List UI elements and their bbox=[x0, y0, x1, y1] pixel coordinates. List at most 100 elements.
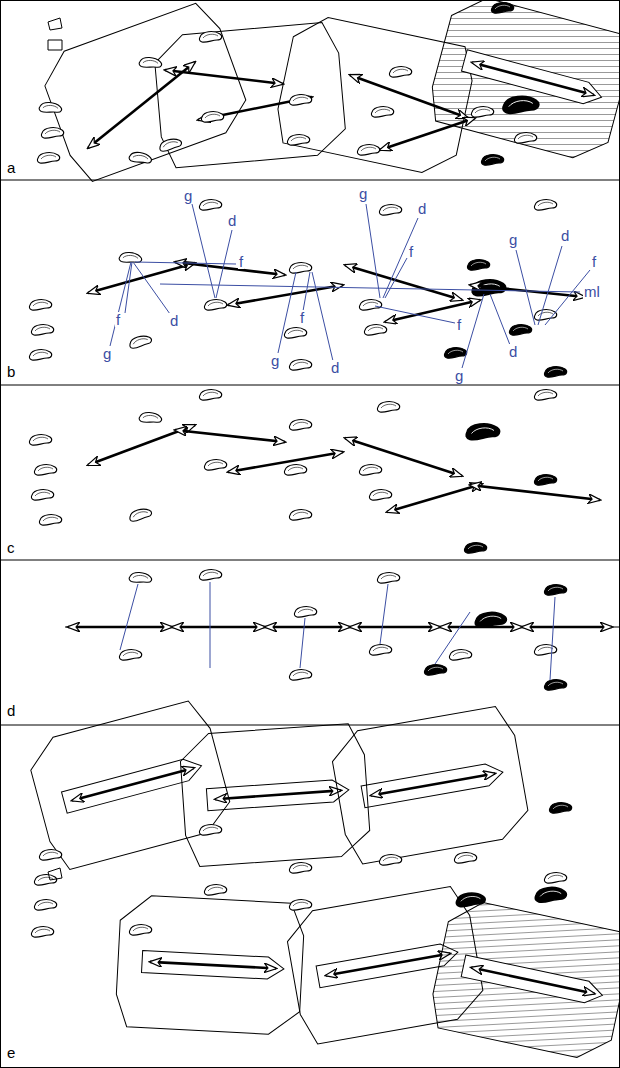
polygon-outline bbox=[153, 21, 348, 169]
footprint bbox=[544, 680, 566, 691]
measure-line bbox=[192, 204, 215, 298]
measure-label: f bbox=[238, 254, 244, 269]
footprint bbox=[139, 411, 163, 425]
footprint bbox=[377, 402, 399, 413]
footprint bbox=[119, 650, 141, 661]
panel-letter: b bbox=[6, 364, 16, 379]
measure-label: d bbox=[227, 213, 237, 228]
footprint bbox=[29, 350, 51, 361]
measure-line bbox=[383, 218, 418, 298]
step-arrow bbox=[350, 626, 440, 628]
measure-line bbox=[550, 597, 555, 680]
measure-line bbox=[538, 246, 562, 325]
footprint bbox=[34, 465, 56, 476]
measure-label: f bbox=[591, 254, 597, 269]
measure-label: g bbox=[183, 188, 193, 203]
footprint bbox=[534, 200, 556, 211]
footprint bbox=[287, 135, 309, 146]
footprint bbox=[389, 67, 411, 78]
footprint bbox=[481, 155, 503, 166]
measure-line bbox=[380, 584, 388, 644]
footprint bbox=[471, 107, 493, 118]
footprint bbox=[39, 101, 63, 115]
step-arrow bbox=[470, 485, 600, 500]
footprint bbox=[491, 3, 513, 14]
symbol bbox=[48, 18, 62, 50]
panel-letter: d bbox=[6, 703, 16, 718]
footprint bbox=[289, 360, 311, 371]
symbol bbox=[48, 868, 62, 880]
measure-label: g bbox=[508, 232, 518, 247]
footprint bbox=[199, 825, 221, 836]
footprint bbox=[544, 873, 566, 884]
footprint bbox=[31, 325, 53, 336]
polygon-outline bbox=[36, 0, 254, 185]
footprint bbox=[37, 153, 59, 164]
measure-label: d bbox=[169, 313, 179, 328]
measure-label: g bbox=[270, 353, 280, 368]
footprint bbox=[284, 465, 306, 476]
footprint bbox=[467, 260, 489, 271]
step-arrow bbox=[68, 626, 172, 628]
footprint bbox=[369, 490, 391, 501]
footprint bbox=[204, 460, 226, 471]
measure-label: g bbox=[102, 346, 112, 361]
footprint bbox=[31, 927, 53, 938]
footprint bbox=[379, 855, 401, 866]
polygon-outline bbox=[426, 896, 620, 1063]
panel-letter: c bbox=[6, 540, 16, 555]
footprint bbox=[456, 893, 485, 907]
footprint bbox=[544, 367, 566, 378]
measure-label: g bbox=[454, 368, 464, 383]
footprint bbox=[359, 465, 381, 476]
footprint bbox=[289, 900, 311, 911]
footprint bbox=[199, 390, 221, 401]
footprint bbox=[379, 205, 401, 216]
footprint bbox=[509, 325, 531, 336]
footprint bbox=[129, 571, 153, 585]
footprint bbox=[424, 665, 446, 676]
footprint bbox=[535, 887, 566, 902]
footprint bbox=[357, 145, 379, 156]
step-arrow bbox=[345, 265, 462, 300]
footprint bbox=[377, 573, 399, 584]
measure-line bbox=[300, 618, 305, 668]
measure-label: f bbox=[408, 244, 414, 259]
footprint bbox=[364, 325, 386, 336]
footprint bbox=[294, 607, 316, 618]
footprint bbox=[466, 424, 499, 440]
measure-line bbox=[385, 258, 407, 298]
polygon-outline bbox=[328, 704, 532, 866]
measure-line bbox=[312, 272, 333, 361]
footprint bbox=[514, 133, 536, 144]
panel-letter: e bbox=[6, 1045, 16, 1060]
step-arrow bbox=[228, 285, 343, 305]
polygon-outline bbox=[24, 697, 236, 872]
footprint bbox=[544, 585, 566, 596]
footprint bbox=[39, 515, 61, 526]
footprint bbox=[289, 420, 311, 431]
measure-line bbox=[278, 272, 296, 353]
footprint bbox=[204, 300, 226, 311]
step-arrow bbox=[265, 626, 350, 628]
footprint bbox=[34, 900, 56, 911]
footprint bbox=[31, 490, 53, 501]
footprint bbox=[201, 112, 223, 123]
measure-line bbox=[375, 306, 455, 323]
footprint bbox=[369, 645, 391, 656]
measure-label: d bbox=[508, 344, 518, 359]
footprint bbox=[29, 300, 51, 311]
polygon-outline bbox=[115, 894, 306, 1035]
footprint bbox=[129, 925, 151, 936]
measure-label: f bbox=[299, 310, 305, 325]
polygon-outline bbox=[424, 0, 620, 166]
step-arrow bbox=[522, 626, 612, 628]
footprint bbox=[128, 150, 152, 166]
measure-line bbox=[120, 584, 138, 650]
footprint bbox=[284, 328, 306, 339]
panel-letter: a bbox=[6, 160, 16, 175]
measure-label: ml bbox=[583, 284, 601, 299]
footprint bbox=[289, 670, 311, 681]
measure-line bbox=[366, 204, 380, 298]
